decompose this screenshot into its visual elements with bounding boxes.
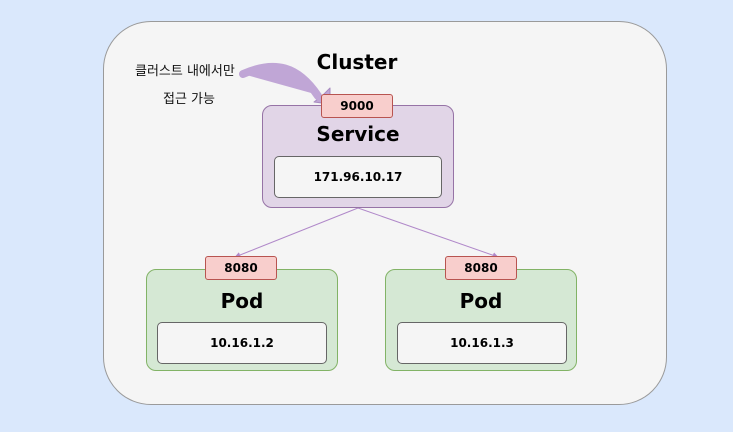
access-note-line2: 접근 가능: [163, 92, 215, 107]
access-note-line1: 클러스트 내에서만: [135, 64, 235, 79]
pod-node-1[interactable]: Pod 10.16.1.2: [146, 269, 338, 371]
pod-port-1: 8080: [205, 256, 277, 280]
service-to-pod2-edge: [357, 207, 499, 259]
pod-ip-1: 10.16.1.2: [157, 322, 327, 364]
service-node[interactable]: Service 171.96.10.17: [262, 105, 454, 208]
cluster-title: Cluster: [316, 50, 398, 74]
pod-port-2: 8080: [445, 256, 517, 280]
service-title: Service: [316, 122, 400, 146]
service-to-pod1-edge: [234, 207, 359, 258]
service-port: 9000: [321, 94, 393, 118]
pod-title-2: Pod: [459, 289, 503, 313]
pod-title-1: Pod: [220, 289, 264, 313]
pod-node-2[interactable]: Pod 10.16.1.3: [385, 269, 577, 371]
curved-note-arrow-body: [239, 62, 322, 100]
service-ip: 171.96.10.17: [274, 156, 442, 198]
pod-ip-2: 10.16.1.3: [397, 322, 567, 364]
